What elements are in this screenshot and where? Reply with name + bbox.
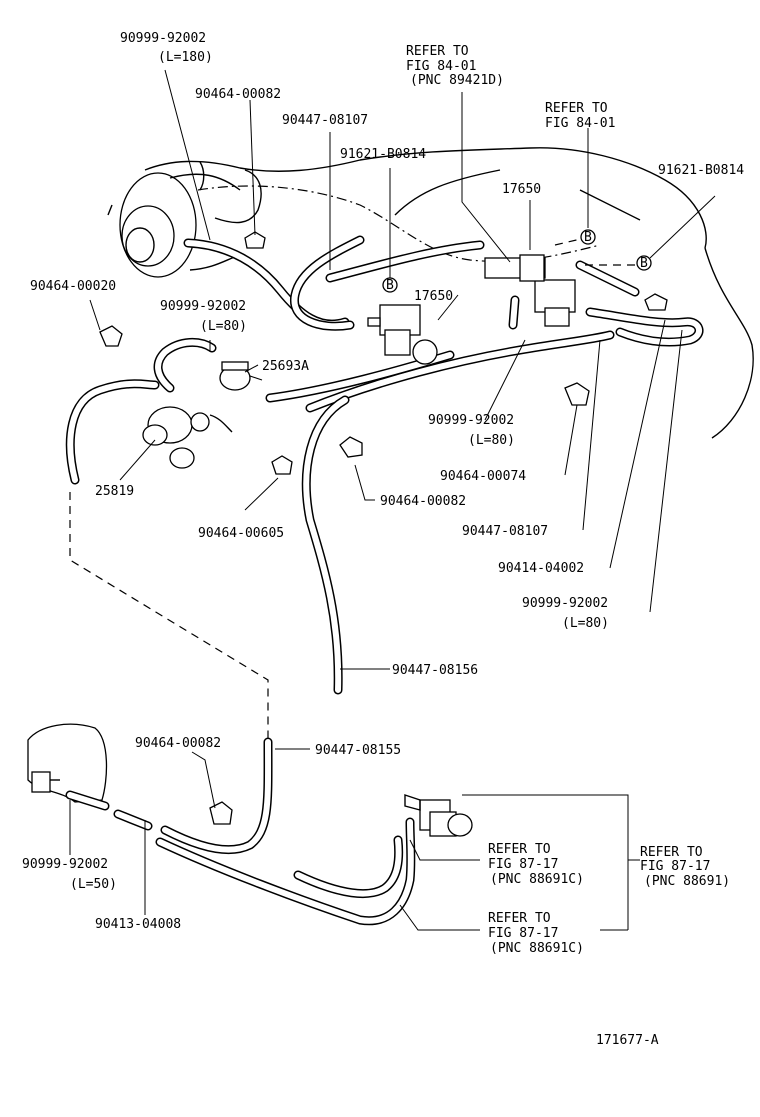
label-length-80-c: (L=80) <box>562 616 609 631</box>
label-90414-04002: 90414-04002 <box>498 561 584 576</box>
label-fig-87-17-c: FIG 87-17 <box>488 926 558 941</box>
throttle-body <box>107 172 241 278</box>
label-pnc-89421d: (PNC 89421D) <box>410 73 504 88</box>
clamps <box>99 231 668 825</box>
label-90999-92002-d: 90999-92002 <box>522 596 608 611</box>
marker-b1-text: B <box>386 278 394 293</box>
label-refer-to-c: REFER TO <box>488 842 551 857</box>
marker-b3-text: B <box>640 256 648 271</box>
label-90999-92002-c: 90999-92002 <box>428 413 514 428</box>
label-refer-to-e: REFER TO <box>488 911 551 926</box>
left-hoses <box>65 338 217 485</box>
label-90999-92002-b: 90999-92002 <box>160 299 246 314</box>
dashed-connection <box>69 492 269 738</box>
ref-marker-b2: B <box>580 229 596 245</box>
label-90464-00082-a: 90464-00082 <box>195 87 281 102</box>
label-length-80-a: (L=80) <box>200 319 247 334</box>
label-refer-to-a: REFER TO <box>406 44 469 59</box>
label-17650-a: 17650 <box>502 182 541 197</box>
figure-id: 171677-A <box>596 1033 659 1048</box>
vsv-17650-left <box>367 304 438 365</box>
label-90464-00020: 90464-00020 <box>30 279 116 294</box>
upper-hoses <box>183 235 704 413</box>
label-pnc-88691c-a: (PNC 88691C) <box>490 872 584 887</box>
valve-25819 <box>142 406 233 469</box>
label-fig-87-17-b: FIG 87-17 <box>640 859 710 874</box>
label-90464-00605: 90464-00605 <box>198 526 284 541</box>
label-90999-92002-a: 90999-92002 <box>120 31 206 46</box>
lower-canister <box>27 723 108 803</box>
label-90413-04008: 90413-04008 <box>95 917 181 932</box>
label-91621-b0814-a: 91621-B0814 <box>340 147 426 162</box>
label-length-80-b: (L=80) <box>468 433 515 448</box>
label-90447-08107-a: 90447-08107 <box>282 113 368 128</box>
valve-25693A <box>219 361 263 391</box>
label-90447-08107-b: 90447-08107 <box>462 524 548 539</box>
part-labels: 90999-92002 (L=180) 90464-00082 90447-08… <box>22 31 744 1048</box>
label-90447-08155: 90447-08155 <box>315 743 401 758</box>
label-length-180: (L=180) <box>158 50 213 65</box>
ref-marker-b3: B <box>636 255 652 271</box>
label-90464-00082-c: 90464-00082 <box>135 736 221 751</box>
label-90464-00074: 90464-00074 <box>440 469 526 484</box>
label-90447-08156: 90447-08156 <box>392 663 478 678</box>
label-90999-92002-e: 90999-92002 <box>22 857 108 872</box>
lower-hoses <box>65 737 416 926</box>
label-length-50: (L=50) <box>70 877 117 892</box>
dashed-b-line <box>554 237 586 246</box>
hose-90447-08156 <box>301 395 350 695</box>
routing-line <box>197 185 601 262</box>
label-25819: 25819 <box>95 484 134 499</box>
label-fig-84-01-b: FIG 84-01 <box>545 116 615 131</box>
label-fig-87-17-a: FIG 87-17 <box>488 857 558 872</box>
label-25693a: 25693A <box>262 359 309 374</box>
label-fig-84-01-a: FIG 84-01 <box>406 59 476 74</box>
engine-outline <box>144 147 754 439</box>
ref-marker-b1: B <box>382 277 398 293</box>
lower-vsv <box>404 794 473 837</box>
marker-b2-text: B <box>584 230 592 245</box>
label-91621-b0814-b: 91621-B0814 <box>658 163 744 178</box>
label-refer-to-b: REFER TO <box>545 101 608 116</box>
label-17650-b: 17650 <box>414 289 453 304</box>
label-90464-00082-b: 90464-00082 <box>380 494 466 509</box>
label-pnc-88691c-b: (PNC 88691C) <box>490 941 584 956</box>
label-refer-to-d: REFER TO <box>640 845 703 860</box>
vsv-17650-right <box>484 254 576 327</box>
label-pnc-88691: (PNC 88691) <box>644 874 730 889</box>
leader-lines <box>69 69 716 931</box>
